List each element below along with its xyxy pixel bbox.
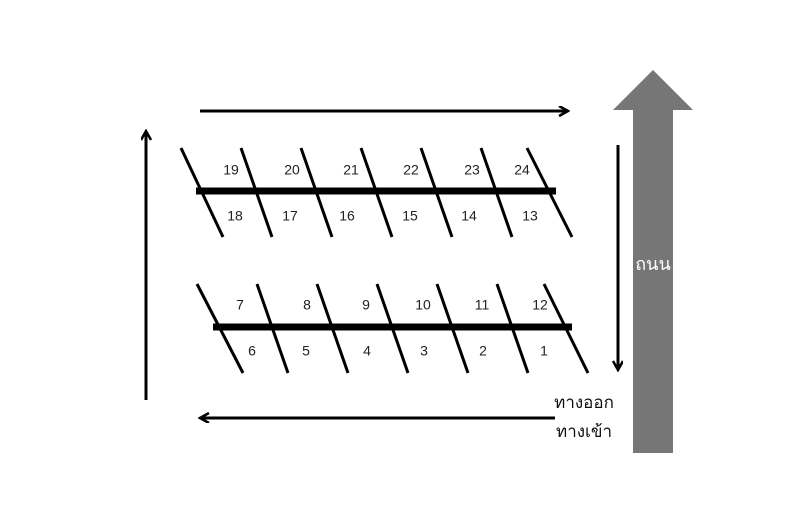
parking-slot-number: 5 xyxy=(302,343,310,359)
entrance-label: ทางเข้า xyxy=(556,422,612,442)
parking-slot-number: 7 xyxy=(236,297,244,313)
road-label: ถนน xyxy=(635,254,671,275)
parking-slot-number: 21 xyxy=(343,162,359,178)
upper-stall-lines xyxy=(179,147,574,238)
parking-slot-number: 23 xyxy=(464,162,480,178)
parking-slot-number: 24 xyxy=(514,162,530,178)
lower-stall-lines xyxy=(195,283,590,374)
exit-label: ทางออก xyxy=(554,393,614,413)
parking-slot-number: 8 xyxy=(303,297,311,313)
parking-slot-number: 10 xyxy=(415,297,431,313)
parking-slot-number: 3 xyxy=(420,343,428,359)
parking-slot-number: 12 xyxy=(532,297,548,313)
parking-slot-number: 6 xyxy=(248,343,256,359)
road-arrow xyxy=(613,70,693,453)
parking-slot-number: 13 xyxy=(522,208,538,224)
parking-slot-number: 15 xyxy=(402,208,418,224)
parking-slot-number: 17 xyxy=(282,208,298,224)
parking-slot-number: 9 xyxy=(362,297,370,313)
lower-parking-row: 7 8 9 10 11 12 6 5 4 3 2 1 xyxy=(195,283,590,374)
parking-slot-number: 22 xyxy=(403,162,419,178)
upper-parking-row: 19 20 21 22 23 24 18 17 16 15 14 13 xyxy=(179,147,574,238)
parking-slot-number: 4 xyxy=(363,343,371,359)
parking-slot-number: 20 xyxy=(284,162,300,178)
parking-slot-number: 11 xyxy=(475,297,490,313)
parking-slot-number: 14 xyxy=(461,208,477,224)
parking-slot-number: 1 xyxy=(540,343,548,359)
parking-slot-number: 16 xyxy=(339,208,355,224)
parking-slot-number: 18 xyxy=(227,208,243,224)
parking-slot-number: 19 xyxy=(223,162,239,178)
parking-slot-number: 2 xyxy=(479,343,487,359)
